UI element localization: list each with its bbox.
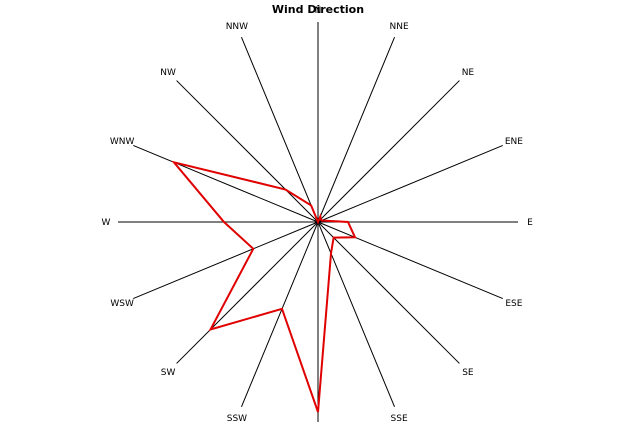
- direction-label-nnw: NNW: [226, 22, 248, 32]
- spoke-nnw: [241, 37, 319, 223]
- spoke-wsw: [133, 221, 319, 299]
- direction-label-n: N: [315, 6, 322, 16]
- spoke-ene: [317, 145, 503, 223]
- chart-title: Wind Direction: [272, 3, 364, 16]
- series-line-0: [171, 160, 357, 413]
- series-group: [171, 160, 357, 413]
- direction-label-nw: NW: [160, 68, 176, 78]
- direction-label-nne: NNE: [390, 22, 409, 32]
- direction-label-e: E: [527, 218, 533, 228]
- spoke-ese: [317, 221, 503, 299]
- direction-labels: NNNENEENEEESESESSESSSWSWWSWWWNWNWNNW: [102, 6, 534, 424]
- spoke-nne: [317, 37, 395, 223]
- direction-label-wsw: WSW: [110, 299, 134, 309]
- direction-label-sse: SSE: [391, 414, 408, 424]
- direction-label-w: W: [102, 218, 111, 228]
- spoke-sw: [176, 221, 319, 364]
- spoke-sse: [317, 221, 395, 407]
- spoke-wnw: [133, 145, 319, 223]
- direction-label-ne: NE: [462, 68, 475, 78]
- spoke-nw: [176, 80, 319, 223]
- direction-label-sw: SW: [161, 368, 176, 378]
- direction-label-se: SE: [462, 368, 474, 378]
- direction-spokes: [118, 22, 518, 422]
- direction-label-ssw: SSW: [227, 414, 247, 424]
- direction-label-ese: ESE: [505, 299, 522, 309]
- spoke-se: [317, 221, 460, 364]
- spoke-ne: [317, 80, 460, 223]
- direction-label-wnw: WNW: [110, 137, 135, 147]
- direction-label-ene: ENE: [505, 137, 523, 147]
- spoke-ssw: [241, 221, 319, 407]
